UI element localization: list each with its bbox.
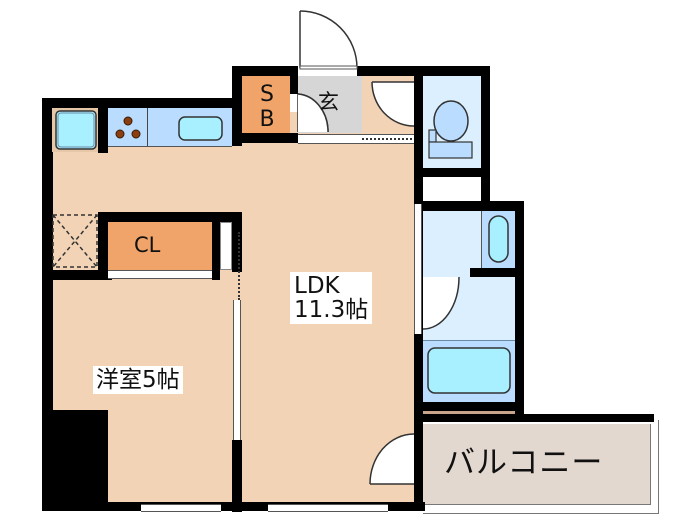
wall-closet-left: [98, 212, 108, 280]
wall-top-kitchen: [42, 98, 242, 108]
structural-column: [42, 410, 108, 511]
wall-fridge-divider: [98, 108, 108, 153]
ldk-name: LDK: [294, 273, 340, 299]
wall-left: [42, 98, 53, 511]
genkan-step: [298, 134, 416, 144]
closet-side-panel: [220, 222, 232, 270]
counter-divider: [147, 108, 148, 146]
wall-partition: [232, 440, 242, 512]
partition-sliding-door[interactable]: [233, 300, 241, 440]
front-door-icon[interactable]: [296, 8, 366, 70]
window-ldk[interactable]: [268, 504, 388, 512]
wall-closet-right: [232, 212, 242, 272]
wall-sb-bottom: [232, 133, 298, 143]
partition-dots: [238, 232, 240, 300]
western-room-label: 洋室5帖: [93, 366, 183, 395]
wall-top-entrance-right: [357, 66, 490, 76]
shoe-box: [242, 76, 290, 133]
closet: [108, 222, 212, 270]
gas-stove-icon: [115, 116, 141, 139]
wall-bath-bottom: [414, 402, 524, 411]
ldk-size: 11.3帖: [294, 297, 369, 324]
washroom-sliding-door[interactable]: [414, 204, 422, 334]
toilet-icon: [428, 100, 473, 159]
wall-wash-divider: [470, 268, 524, 277]
closet-door[interactable]: [108, 270, 212, 279]
wall-closet-bottom: [42, 270, 112, 280]
pipe-space: [423, 177, 481, 201]
wall-toilet-bottom: [414, 168, 490, 177]
ldk-label: LDK 11.3帖: [290, 272, 373, 325]
window-western-room[interactable]: [141, 504, 221, 512]
balcony-outline: [423, 420, 659, 514]
shoe-box-door-icon[interactable]: [296, 92, 330, 134]
refrigerator-icon: [52, 108, 98, 152]
wall-toilet-right: [481, 66, 490, 211]
balcony-label: バルコニー: [444, 445, 604, 481]
wall-top-entrance: [232, 66, 298, 76]
kitchen-sink-icon: [178, 116, 223, 141]
entrance-label: 玄: [318, 90, 339, 114]
bath-bottom-line: [423, 411, 515, 414]
balcony-floor: [423, 424, 651, 505]
wall-sb-genkan: [290, 76, 298, 94]
washbasin-icon: [488, 215, 509, 263]
wall-washroom-right: [515, 201, 524, 414]
wall-bottom: [42, 502, 425, 511]
shoe-box-label-s: S: [260, 82, 274, 107]
genkan-step-dots: [362, 138, 412, 140]
balcony-door-icon[interactable]: [368, 432, 416, 486]
bathtub-icon: [427, 347, 511, 394]
wall-washroom-top: [414, 201, 524, 211]
shoe-box-label: S B: [257, 84, 277, 131]
wall-closet-mid: [212, 222, 220, 280]
washroom-door-icon[interactable]: [423, 277, 463, 333]
shoe-box-label-b: B: [259, 107, 275, 132]
wall-balcony-top: [414, 414, 654, 422]
closet-label: CL: [134, 233, 161, 257]
washing-machine-space-icon: [52, 214, 98, 268]
wall-closet-top: [98, 212, 242, 222]
wall-kitchen-right: [232, 66, 242, 146]
toilet-door-icon[interactable]: [370, 80, 416, 128]
